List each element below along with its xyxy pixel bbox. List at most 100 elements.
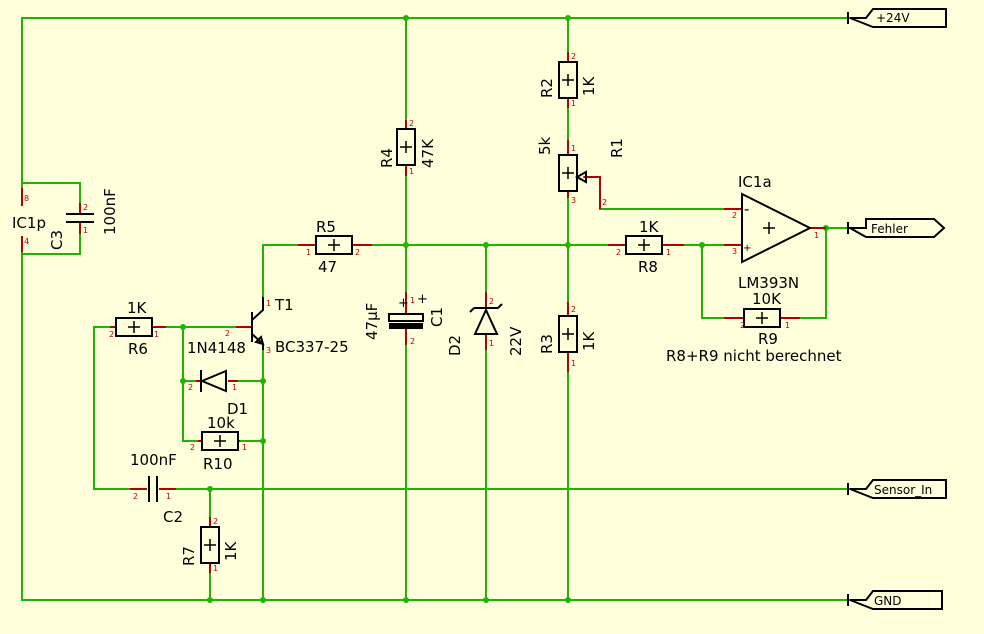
svg-text:2: 2 xyxy=(188,383,193,392)
svg-text:1: 1 xyxy=(410,296,415,305)
resistor-r3: 2 1 R3 1K xyxy=(538,302,598,372)
svg-text:+: + xyxy=(743,243,751,254)
svg-text:2: 2 xyxy=(213,517,218,526)
resistor-r2: 2 1 R2 1K xyxy=(538,52,598,108)
t1-part: BC337-25 xyxy=(275,338,349,356)
svg-text:2: 2 xyxy=(133,492,138,501)
r1-name: R1 xyxy=(608,138,626,158)
r9-name: R9 xyxy=(758,330,778,348)
port-gnd-label: GND xyxy=(874,594,902,608)
r8-r9-note: R8+R9 nicht berechnet xyxy=(666,347,842,365)
svg-text:1: 1 xyxy=(571,144,576,153)
capacitor-c3: 2 1 C3 100nF xyxy=(48,188,119,250)
port-gnd: GND xyxy=(847,590,943,610)
d1-name: D1 xyxy=(227,400,248,418)
r3-value: 1K xyxy=(580,330,598,351)
port-sensor-in-label: Sensor_In xyxy=(874,483,932,497)
diode-d1: 2 1 1N4148 D1 xyxy=(187,339,248,418)
resistor-r9: 2 1 10K R9 R8+R9 nicht berechnet xyxy=(666,290,842,365)
c2-value: 100nF xyxy=(130,451,177,469)
resistor-r10: 2 1 10k R10 xyxy=(190,414,247,473)
svg-text:2: 2 xyxy=(616,248,621,257)
d2-value: 22V xyxy=(507,326,525,356)
r10-value: 10k xyxy=(207,414,235,432)
svg-text:1: 1 xyxy=(409,167,414,176)
svg-text:2: 2 xyxy=(409,119,414,128)
resistor-r5: 1 2 R5 47 xyxy=(298,218,372,276)
svg-text:+: + xyxy=(417,292,428,307)
resistor-r7: 2 1 R7 1K xyxy=(180,517,240,573)
r4-value: 47K xyxy=(419,138,437,168)
port-sensor-in: Sensor_In xyxy=(847,479,947,499)
svg-text:3: 3 xyxy=(266,346,271,355)
capacitor-c1: + + 1 2 47µF C1 xyxy=(363,292,446,346)
svg-text:1: 1 xyxy=(83,226,88,235)
svg-text:2: 2 xyxy=(602,198,607,207)
d2-name: D2 xyxy=(446,335,464,356)
resistor-r6: 2 1 1K R6 xyxy=(109,299,166,358)
ic1a-part: LM393N xyxy=(738,274,799,292)
svg-text:2: 2 xyxy=(489,297,494,306)
r5-value: 47 xyxy=(318,258,337,276)
svg-text:1: 1 xyxy=(213,564,218,573)
r3-name: R3 xyxy=(538,334,556,354)
svg-text:1: 1 xyxy=(666,248,671,257)
svg-text:+: + xyxy=(398,296,409,311)
r8-name: R8 xyxy=(638,258,658,276)
svg-text:1: 1 xyxy=(166,492,171,501)
r2-name: R2 xyxy=(538,78,556,98)
c1-name: C1 xyxy=(428,307,446,327)
ic1p-label: IC1p xyxy=(12,214,46,232)
r8-value: 1K xyxy=(639,218,660,236)
svg-text:4: 4 xyxy=(24,237,29,246)
svg-text:2: 2 xyxy=(410,337,415,346)
svg-text:2: 2 xyxy=(355,248,360,257)
r6-name: R6 xyxy=(128,340,148,358)
d1-part: 1N4148 xyxy=(187,339,246,357)
svg-text:2: 2 xyxy=(190,443,195,452)
svg-text:2: 2 xyxy=(83,203,88,212)
zener-diode-d2: 2 1 D2 22V xyxy=(446,292,525,356)
r7-value: 1K xyxy=(222,540,240,561)
r2-value: 1K xyxy=(580,75,598,96)
r1-value: 5k xyxy=(536,136,554,155)
svg-text:1: 1 xyxy=(489,339,494,348)
port-24v: +24V xyxy=(847,8,947,28)
svg-text:-: - xyxy=(744,200,749,218)
r9-value: 10K xyxy=(752,290,782,308)
svg-text:2: 2 xyxy=(571,305,576,314)
svg-text:1: 1 xyxy=(232,383,237,392)
r5-name: R5 xyxy=(316,218,336,236)
svg-text:1: 1 xyxy=(814,231,819,240)
ic1a-name: IC1a xyxy=(738,173,772,191)
svg-text:2: 2 xyxy=(571,52,576,61)
resistor-r8: 2 1 1K R8 xyxy=(608,218,684,276)
svg-text:3: 3 xyxy=(571,196,576,205)
svg-text:1: 1 xyxy=(571,359,576,368)
svg-text:1: 1 xyxy=(785,321,790,330)
t1-name: T1 xyxy=(274,296,294,314)
svg-text:8: 8 xyxy=(24,194,29,203)
resistor-r4: 2 1 R4 47K xyxy=(378,119,437,176)
svg-text:1: 1 xyxy=(154,330,159,339)
capacitor-c2: 2 1 100nF C2 xyxy=(130,451,183,526)
svg-text:1: 1 xyxy=(242,443,247,452)
c2-name: C2 xyxy=(163,508,183,526)
junctions xyxy=(180,15,829,603)
svg-text:1: 1 xyxy=(266,299,271,308)
r10-name: R10 xyxy=(203,455,233,473)
transistor-t1: 1 2 3 T1 BC337-25 xyxy=(225,296,349,356)
svg-text:1: 1 xyxy=(306,248,311,257)
comparator-ic1a: - + 2 3 1 IC1a LM393N xyxy=(724,173,826,292)
c3-value: 100nF xyxy=(101,188,119,235)
port-24v-label: +24V xyxy=(876,11,910,25)
svg-text:2: 2 xyxy=(732,211,737,220)
c3-name: C3 xyxy=(48,230,66,250)
potentiometer-r1: 1 3 2 5k R1 xyxy=(536,136,626,209)
ic1p-power: 8 4 IC1p xyxy=(12,188,46,252)
svg-text:2: 2 xyxy=(225,329,230,338)
port-fehler: Fehler xyxy=(846,218,946,238)
r7-name: R7 xyxy=(180,546,198,566)
svg-text:2: 2 xyxy=(109,330,114,339)
